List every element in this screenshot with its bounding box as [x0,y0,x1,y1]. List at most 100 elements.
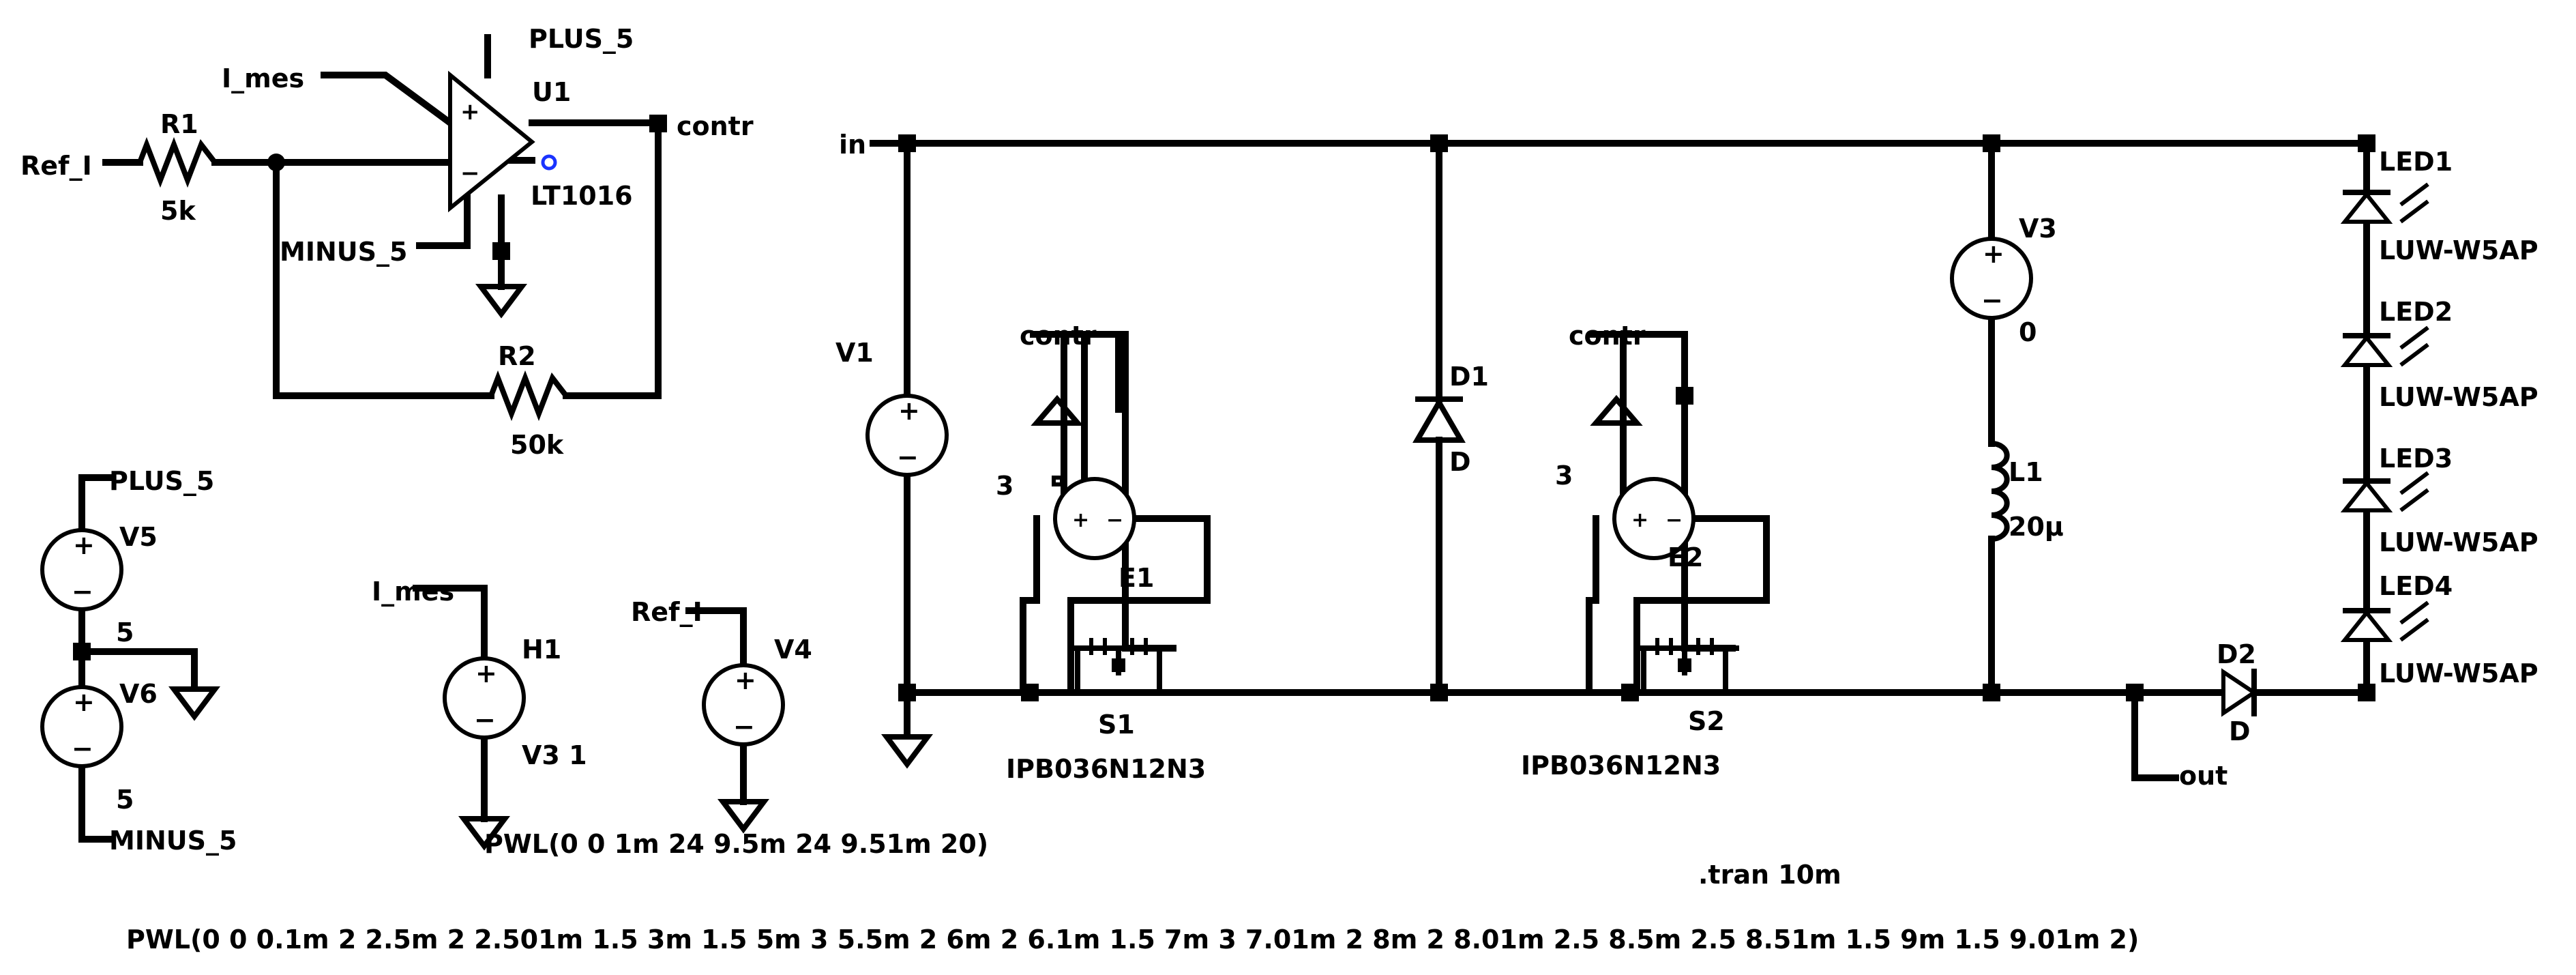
diode-d2[interactable] [2221,668,2258,717]
v6-value: 5 [116,785,134,815]
voltage-source-v6[interactable] [40,685,123,768]
resistor-r1[interactable] [137,136,218,188]
svg-text:+: + [1631,508,1648,532]
controlled-source-e1[interactable] [1053,477,1136,560]
net-label-plus5-v5: PLUS_5 [109,466,214,496]
junction-dot [1983,134,2000,152]
directive-tran[interactable]: .tran 10m [1698,860,1841,890]
net-label-ref-i: Ref_I [20,151,92,181]
pin-e2 [1676,387,1693,405]
diode-d1[interactable] [1412,397,1466,443]
junction-dot [1983,684,2000,701]
v4-name: V4 [774,635,812,665]
led2-value: LUW-W5AP [2379,382,2538,412]
controlled-source-e2[interactable] [1612,477,1696,560]
ground-icon [475,284,527,319]
svg-text:−: − [460,160,480,187]
svg-text:−: − [897,442,919,472]
ground-icon [458,816,510,851]
svg-text:+: + [460,98,480,126]
supply-section: +− +− PLUS_5 V5 5 V6 5 MINUS_5 [40,466,237,856]
ground-icon [168,686,220,721]
r1-name: R1 [160,109,198,139]
junction-dot [898,134,916,152]
d2-value: D [2229,716,2251,746]
voltage-source-v5[interactable] [40,528,123,611]
ground-icon [881,734,933,769]
svg-text:+: + [73,530,95,560]
ground-icon [1031,394,1084,426]
r1-value: 5k [160,196,196,226]
svg-text:−: − [1665,508,1683,532]
voltage-source-v3[interactable] [1950,237,2033,320]
s1-value: IPB036N12N3 [1006,754,1206,784]
junction-dot [1021,684,1039,701]
net-label-contr: contr [677,111,754,141]
h1-name: H1 [522,635,561,665]
net-label-minus5: MINUS_5 [280,237,407,267]
v1-name: V1 [835,338,874,368]
svg-text:−: − [72,577,93,607]
comparator-u1[interactable] [448,70,535,213]
pin-latch [541,154,557,171]
e2-name: E2 [1668,542,1703,572]
svg-text:+: + [73,687,95,717]
inductor-l1[interactable] [1991,441,2010,542]
svg-text:−: − [72,733,93,763]
mosfet-s1[interactable] [1071,638,1173,693]
led-led3[interactable] [2340,471,2429,512]
l1-value: 20µ [2009,512,2064,542]
svg-text:+: + [735,665,756,695]
d1-value: D [1449,447,1471,477]
led1-name: LED1 [2379,147,2453,177]
net-label-i-mes-h1: I_mes [372,577,454,607]
u1-name: U1 [532,77,571,107]
directive-v4-pwl[interactable]: PWL(0 0 1m 24 9.5m 24 9.51m 20) [484,829,988,859]
led-led4[interactable] [2340,600,2429,642]
power-stage: +− +− [835,130,2538,791]
voltage-source-v1[interactable] [865,394,949,477]
led-led2[interactable] [2340,325,2429,367]
r2-name: R2 [498,341,536,371]
net-label-plus5: PLUS_5 [529,24,634,54]
h1-value: V3 1 [522,740,587,770]
svg-text:+: + [898,396,920,426]
pin-contr [649,115,667,132]
d2-name: D2 [2217,639,2256,669]
r2-value: 50k [510,430,564,460]
junction-dot [2358,684,2375,701]
e1-name: E1 [1119,563,1154,593]
directive-v1-pwl[interactable]: PWL(0 0 0.1m 2 2.5m 2 2.501m 1.5 3m 1.5 … [126,925,2139,955]
led4-name: LED4 [2379,571,2453,601]
net-label-in: in [839,130,866,160]
svg-text:+: + [1072,508,1089,532]
current-source-h1[interactable] [443,656,526,740]
net-label-minus5-v6: MINUS_5 [109,826,237,856]
led3-value: LUW-W5AP [2379,527,2538,557]
led1-value: LUW-W5AP [2379,235,2538,265]
s2-name: S2 [1688,706,1725,736]
svg-text:−: − [1981,285,2003,315]
voltage-source-v4[interactable] [702,663,785,746]
svg-text:+: + [475,658,497,688]
h1-section: + − I_mes H1 V3 1 [372,577,587,851]
v3-value: 0 [2019,317,2037,347]
e2-gain: 3 [1555,461,1573,491]
junction-dot [1621,684,1639,701]
led3-name: LED3 [2379,443,2453,474]
v6-name: V6 [119,679,158,709]
junction-dot [2358,134,2375,152]
mosfet-s2[interactable] [1637,638,1739,693]
v5-name: V5 [119,522,158,552]
junction-dot [898,684,916,701]
s1-name: S1 [1098,710,1135,740]
resistor-r2[interactable] [488,370,569,422]
svg-text:−: − [474,705,496,735]
junction-dot [1430,134,1448,152]
led-led1[interactable] [2340,182,2429,224]
l1-name: L1 [2009,457,2043,487]
u1-value: LT1016 [531,181,633,211]
svg-text:−: − [1106,508,1123,532]
net-label-out: out [2179,761,2227,791]
